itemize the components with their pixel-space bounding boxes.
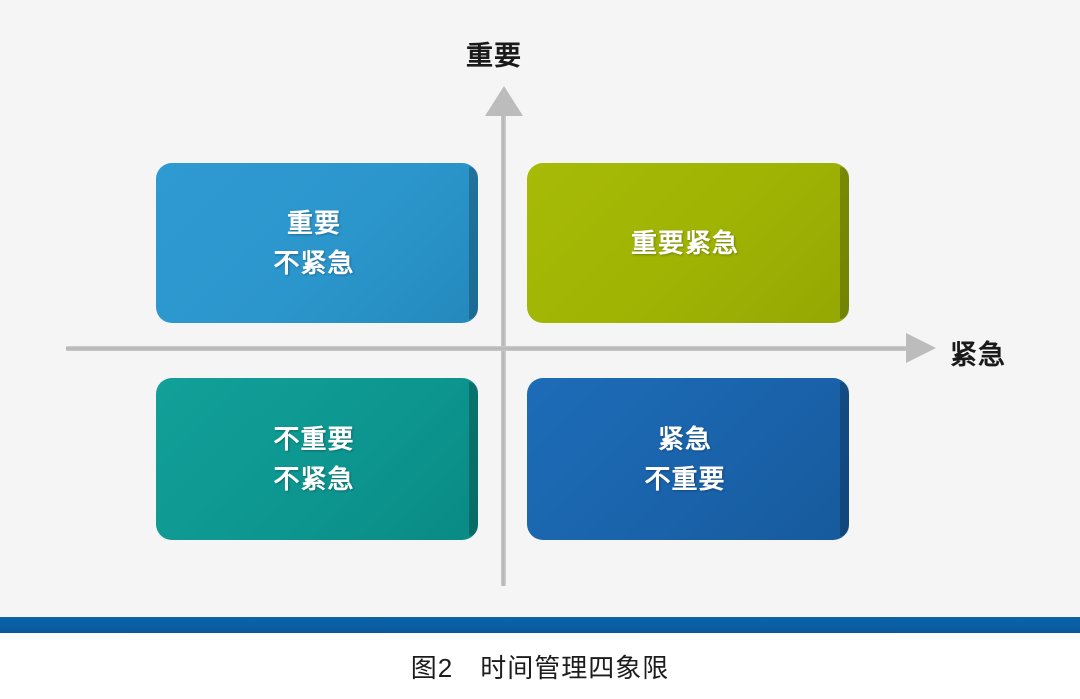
quadrant-label-group: 不重要 不紧急 — [273, 419, 360, 500]
quadrant-urgent-not-important[interactable]: 紧急 不重要 — [527, 378, 849, 540]
quadrant-label-line: 不紧急 — [273, 464, 355, 494]
quadrant-label-line: 不重要 — [273, 423, 355, 454]
figure-caption: 图2 时间管理四象限 — [410, 652, 670, 683]
vertical-axis-label: 重要 — [466, 41, 522, 71]
figure-caption-area: 图2 时间管理四象限 — [0, 633, 1080, 699]
section-divider-rule — [0, 617, 1080, 633]
horizontal-axis-line — [66, 346, 914, 351]
arrow-right-icon — [906, 333, 936, 363]
quadrant-label-group: 重要 不紧急 — [273, 203, 360, 284]
quadrant-important-not-urgent[interactable]: 重要 不紧急 — [156, 163, 478, 323]
quadrant-label-line: 不紧急 — [273, 248, 355, 278]
quadrant-not-important-not-urgent[interactable]: 不重要 不紧急 — [156, 378, 478, 540]
quadrant-label-line: 紧急 — [657, 423, 712, 454]
quadrant-label-group: 重要紧急 — [631, 223, 745, 263]
quadrant-label-line: 重要紧急 — [630, 227, 739, 258]
horizontal-axis-label: 紧急 — [950, 340, 1006, 370]
quadrant-label-line: 重要 — [286, 207, 341, 238]
quadrant-label-line: 不重要 — [644, 464, 726, 494]
vertical-axis-line — [501, 100, 506, 586]
quadrant-important-urgent[interactable]: 重要紧急 — [527, 163, 849, 323]
diagram-stage: 重要 紧急 重要 不紧急 重要紧急 不重要 不紧急 紧急 不重要 — [66, 41, 1006, 586]
quadrant-label-group: 紧急 不重要 — [644, 419, 731, 500]
arrow-up-icon — [485, 86, 523, 116]
